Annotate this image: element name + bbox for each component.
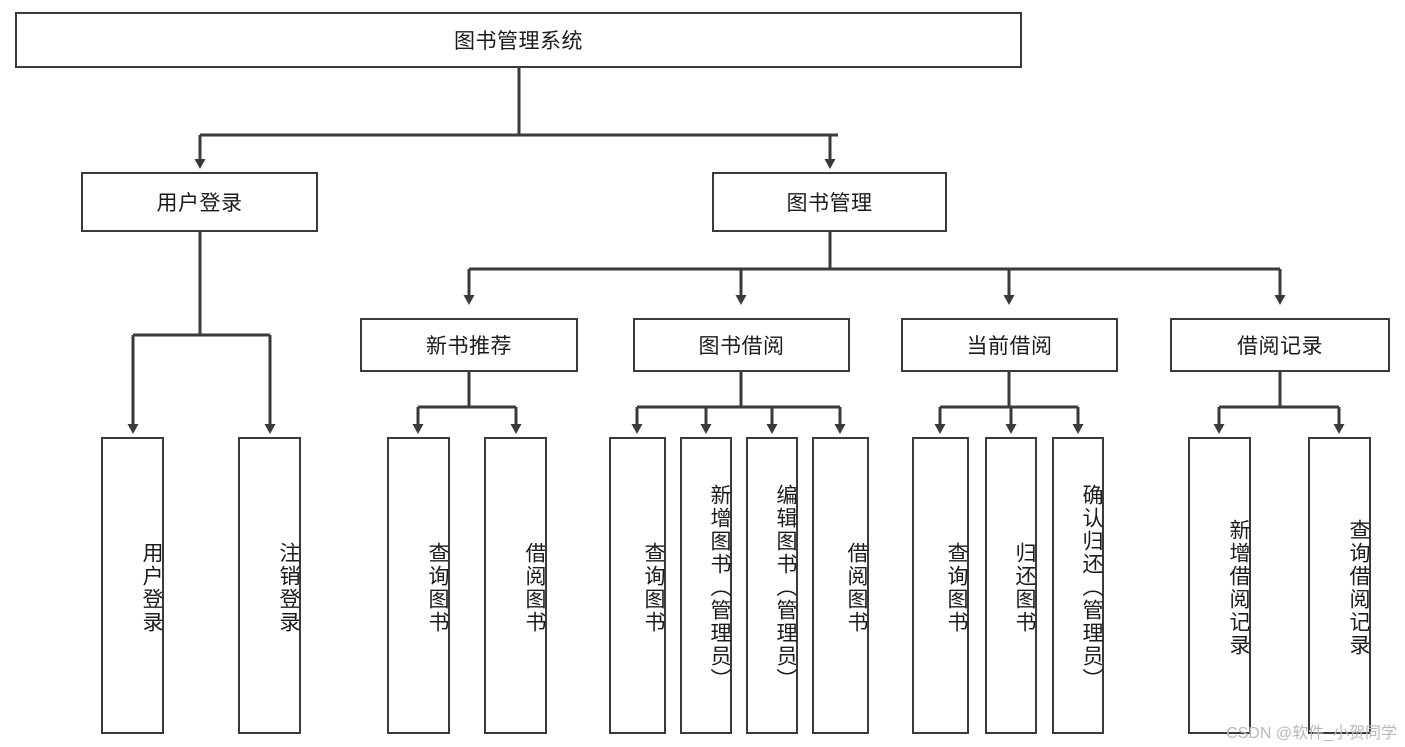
node-recommend-borrow-book[interactable]: 借阅图书 — [484, 437, 547, 734]
node-user-login[interactable]: 用户登录 — [81, 172, 318, 232]
node-book-borrow[interactable]: 图书借阅 — [633, 318, 850, 372]
node-borrow-query-book[interactable]: 查询图书 — [609, 437, 666, 734]
node-book-manage-label: 图书管理 — [786, 192, 873, 215]
node-record-add-label: 新增借阅记录 — [1227, 518, 1250, 657]
node-user-login-label: 用户登录 — [156, 192, 243, 215]
node-new-book-recommend-label: 新书推荐 — [426, 335, 512, 358]
node-book-borrow-label: 图书借阅 — [698, 335, 785, 358]
node-user-logout[interactable]: 注销登录 — [238, 437, 301, 734]
node-current-return-book[interactable]: 归还图书 — [985, 437, 1037, 734]
node-borrow-record[interactable]: 借阅记录 — [1170, 318, 1390, 372]
csdn-watermark: CSDN @软件_小贺同学 — [1226, 725, 1397, 742]
node-record-query[interactable]: 查询借阅记录 — [1308, 437, 1371, 734]
node-borrow-record-label: 借阅记录 — [1237, 335, 1323, 358]
node-root-label: 图书管理系统 — [454, 30, 583, 53]
node-root[interactable]: 图书管理系统 — [15, 12, 1022, 68]
node-record-query-label: 查询借阅记录 — [1347, 518, 1370, 657]
node-borrow-edit-book-label: 编辑图书（管理员） — [774, 484, 797, 691]
node-recommend-query-book[interactable]: 查询图书 — [387, 437, 450, 734]
node-new-book-recommend[interactable]: 新书推荐 — [360, 318, 578, 372]
node-borrow-borrow-book-label: 借阅图书 — [845, 541, 868, 634]
node-record-add[interactable]: 新增借阅记录 — [1188, 437, 1251, 734]
node-current-borrow-label: 当前借阅 — [966, 335, 1053, 358]
node-current-return-book-label: 归还图书 — [1013, 541, 1036, 634]
node-user-logout-label: 注销登录 — [277, 541, 300, 634]
node-current-confirm-return-label: 确认归还（管理员） — [1080, 484, 1103, 691]
node-recommend-query-book-label: 查询图书 — [426, 541, 449, 634]
node-borrow-add-book[interactable]: 新增图书（管理员） — [680, 437, 732, 734]
node-borrow-add-book-label: 新增图书（管理员） — [708, 484, 731, 691]
node-recommend-borrow-book-label: 借阅图书 — [523, 541, 546, 634]
node-borrow-borrow-book[interactable]: 借阅图书 — [812, 437, 869, 734]
node-borrow-edit-book[interactable]: 编辑图书（管理员） — [746, 437, 798, 734]
node-book-manage[interactable]: 图书管理 — [712, 172, 947, 232]
node-current-query-book-label: 查询图书 — [945, 541, 968, 634]
node-borrow-query-book-label: 查询图书 — [642, 541, 665, 634]
node-current-borrow[interactable]: 当前借阅 — [901, 318, 1118, 372]
node-current-confirm-return[interactable]: 确认归还（管理员） — [1052, 437, 1104, 734]
node-user-login-do-label: 用户登录 — [140, 541, 163, 634]
node-current-query-book[interactable]: 查询图书 — [912, 437, 969, 734]
node-user-login-do[interactable]: 用户登录 — [101, 437, 164, 734]
